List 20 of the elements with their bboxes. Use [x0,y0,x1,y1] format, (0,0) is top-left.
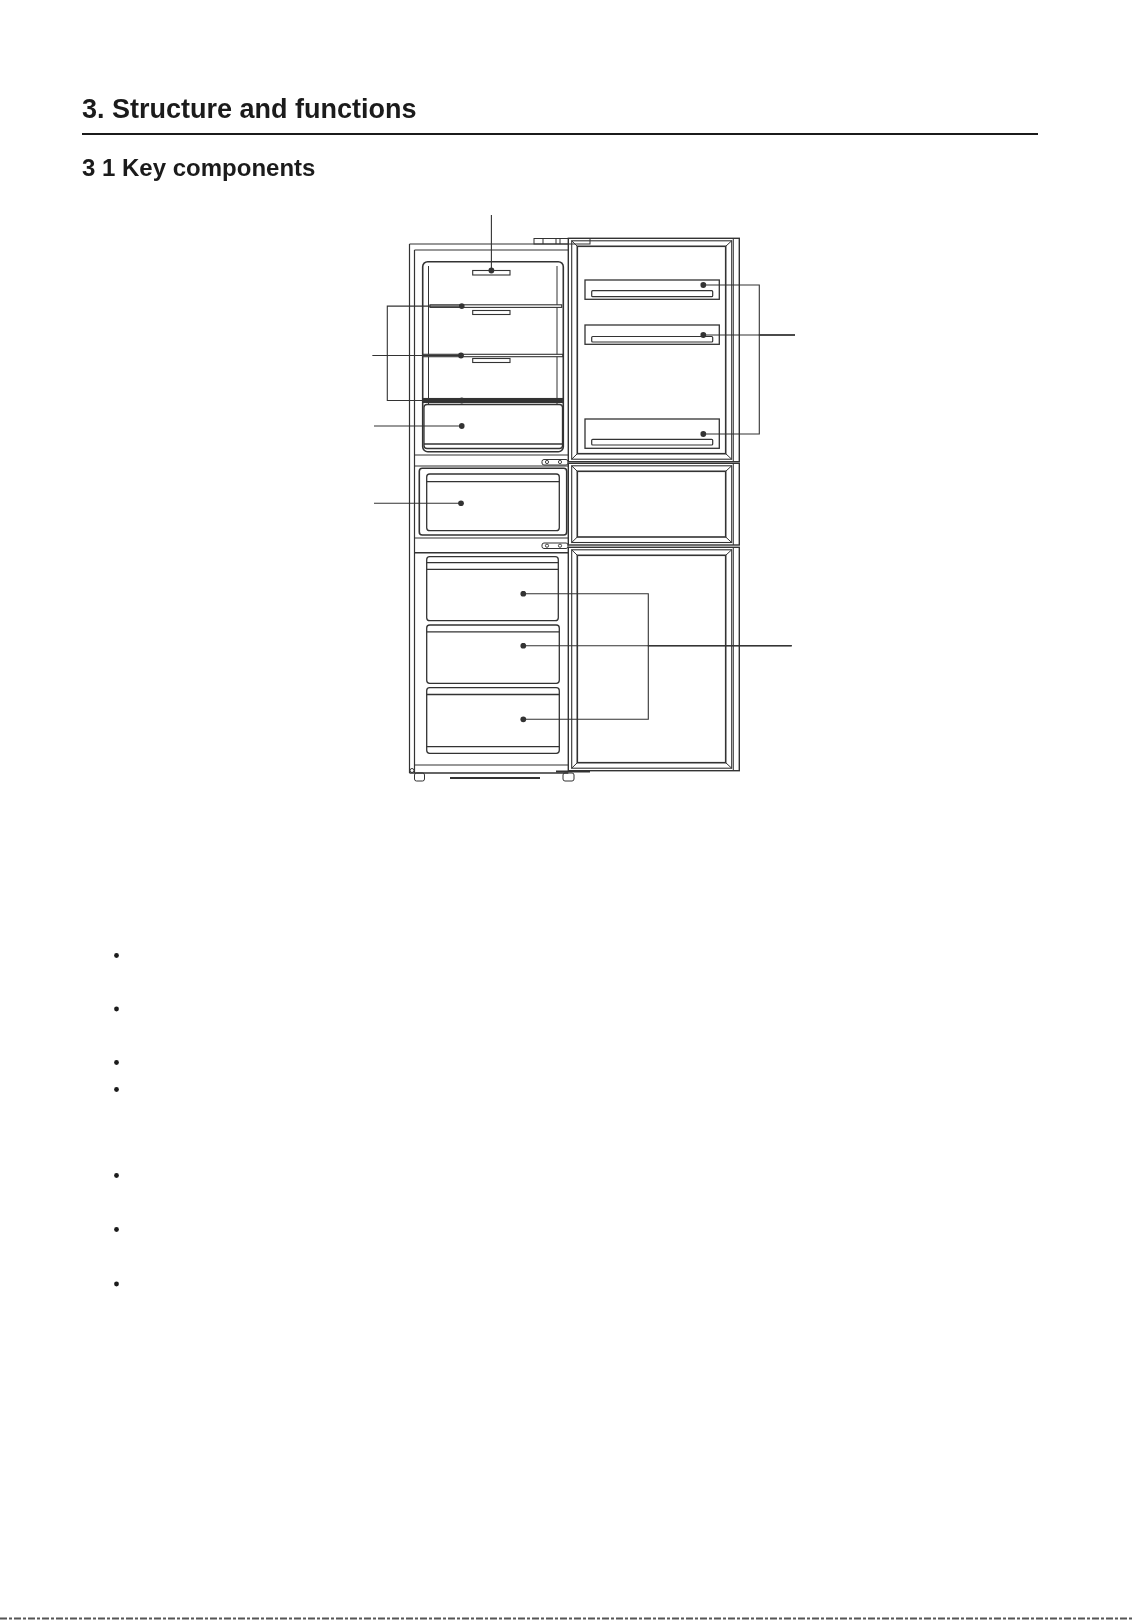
door-balcony [584,418,720,449]
door-balcony [584,324,720,345]
leader-line [373,500,464,507]
freezer-drawer [426,556,559,622]
leader-line [520,645,793,723]
shelf [429,304,563,316]
freezer-drawer [426,687,560,754]
leader-line [700,334,796,437]
door-balcony [584,279,720,300]
subsection-heading: 3 1 Key components [82,154,316,182]
section-title: 3. Structure and functions [82,93,417,125]
leader-line [373,423,465,429]
drawer [426,473,560,532]
freezer-drawer [426,624,560,684]
leader-line [372,354,465,404]
shelf [422,353,564,364]
leader-line [488,214,495,274]
top-panel [472,269,511,276]
crisper-drawer [423,403,564,450]
shelf [422,397,564,404]
